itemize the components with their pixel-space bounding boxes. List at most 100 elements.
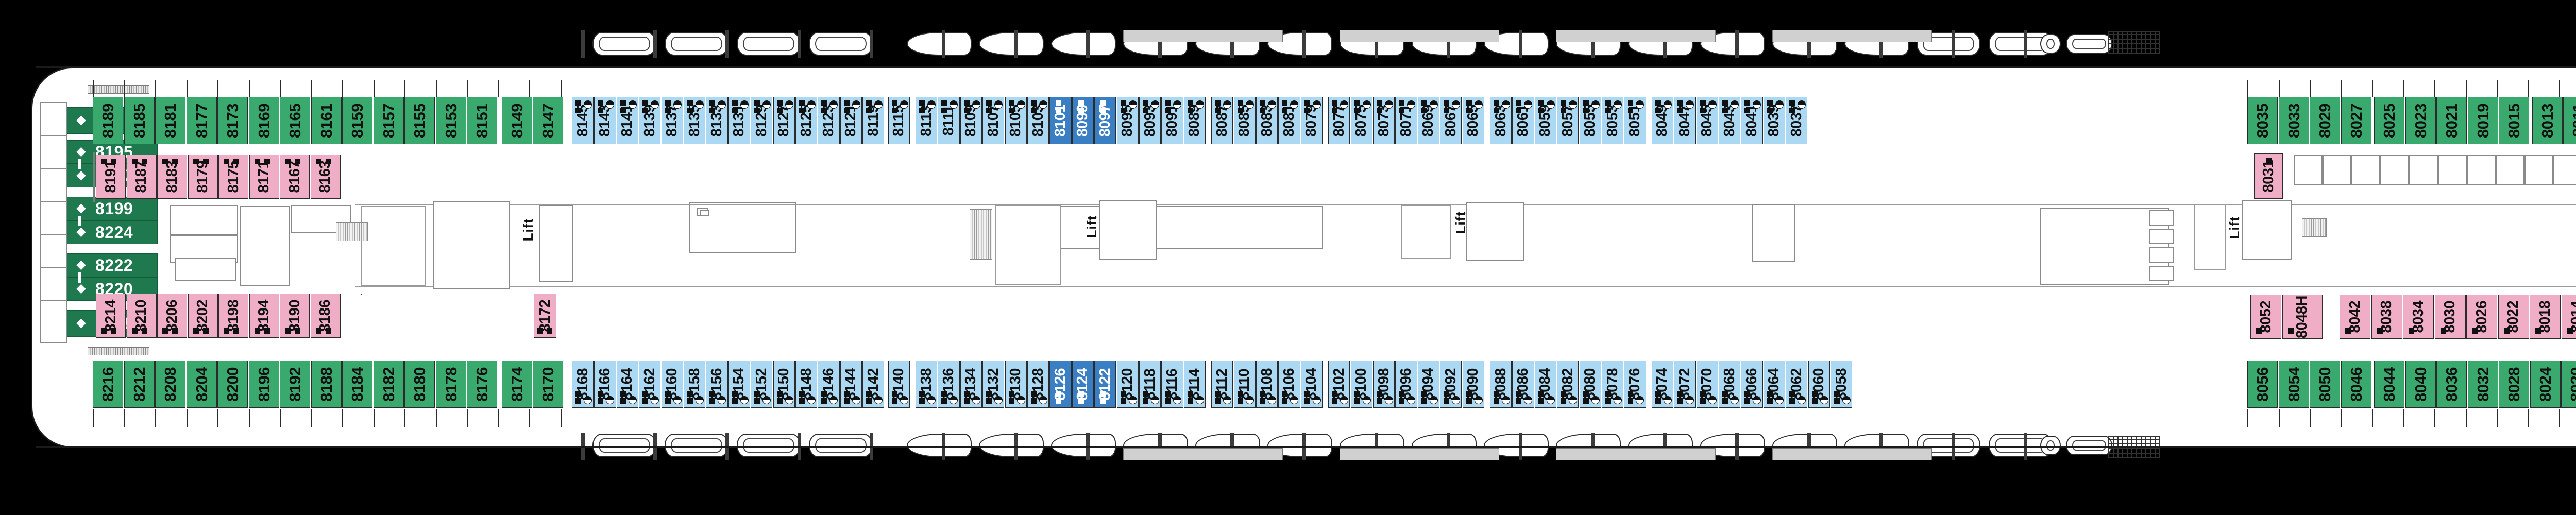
- cabin-8140[interactable]: 8140: [888, 360, 910, 408]
- cabin-8026[interactable]: 8026: [2466, 295, 2497, 339]
- cabin-8132[interactable]: 8132: [982, 360, 1005, 408]
- cabin-8075[interactable]: 8075: [1350, 97, 1372, 144]
- cabin-8153[interactable]: 8153: [435, 97, 466, 144]
- cabin-8171[interactable]: 8171: [249, 154, 279, 199]
- cabin-8179[interactable]: 8179: [188, 154, 218, 199]
- cabin-8191[interactable]: 8191: [96, 154, 126, 199]
- cabin-8102[interactable]: 8102: [1328, 360, 1350, 408]
- cabin-8139[interactable]: 8139: [639, 97, 661, 144]
- cabin-8037[interactable]: 8037: [1786, 97, 1808, 144]
- cabin-8122[interactable]: 8122: [1094, 360, 1116, 408]
- cabin-8033[interactable]: 8033: [2278, 97, 2309, 144]
- cabin-8136[interactable]: 8136: [938, 360, 960, 408]
- cabin-8184[interactable]: 8184: [342, 360, 372, 408]
- cabin-8154[interactable]: 8154: [728, 360, 750, 408]
- cabin-8208[interactable]: 8208: [155, 360, 185, 408]
- cabin-8076[interactable]: 8076: [1624, 360, 1646, 408]
- cabin-8043[interactable]: 8043: [1719, 97, 1741, 144]
- cabin-8124[interactable]: 8124: [1072, 360, 1094, 408]
- cabin-8187[interactable]: 8187: [126, 154, 157, 199]
- cabin-8104[interactable]: 8104: [1300, 360, 1323, 408]
- cabin-8125[interactable]: 8125: [795, 97, 818, 144]
- cabin-8133[interactable]: 8133: [706, 97, 728, 144]
- cabin-8068[interactable]: 8068: [1719, 360, 1741, 408]
- cabin-8138[interactable]: 8138: [916, 360, 938, 408]
- cabin-8023[interactable]: 8023: [2405, 97, 2436, 144]
- cabin-8088[interactable]: 8088: [1490, 360, 1512, 408]
- cabin-8198[interactable]: 8198: [218, 294, 248, 338]
- cabin-8167[interactable]: 8167: [280, 154, 310, 199]
- cabin-8020[interactable]: 8020: [2561, 360, 2576, 408]
- cabin-8057[interactable]: 8057: [1557, 97, 1579, 144]
- cabin-8169[interactable]: 8169: [248, 97, 279, 144]
- cabin-8072[interactable]: 8072: [1674, 360, 1696, 408]
- cabin-8141[interactable]: 8141: [616, 97, 638, 144]
- cabin-8024[interactable]: 8024: [2530, 360, 2561, 408]
- cabin-8047[interactable]: 8047: [1674, 97, 1696, 144]
- cabin-8038[interactable]: 8038: [2371, 295, 2402, 339]
- cabin-8147[interactable]: 8147: [533, 97, 563, 144]
- cabin-8087[interactable]: 8087: [1211, 97, 1233, 144]
- cabin-8030[interactable]: 8030: [2434, 295, 2466, 339]
- cabin-8134[interactable]: 8134: [960, 360, 982, 408]
- cabin-8066[interactable]: 8066: [1741, 360, 1763, 408]
- cabin-8177[interactable]: 8177: [186, 97, 217, 144]
- cabin-8071[interactable]: 8071: [1395, 97, 1417, 144]
- cabin-8074[interactable]: 8074: [1651, 360, 1673, 408]
- cabin-8083[interactable]: 8083: [1256, 97, 1278, 144]
- cabin-8113[interactable]: 8113: [916, 97, 938, 144]
- cabin-8048H[interactable]: 8048H: [2282, 295, 2323, 339]
- cabin-8089[interactable]: 8089: [1183, 97, 1206, 144]
- cabin-8144[interactable]: 8144: [840, 360, 862, 408]
- cabin-8081[interactable]: 8081: [1278, 97, 1300, 144]
- cabin-8148[interactable]: 8148: [795, 360, 818, 408]
- cabin-8040[interactable]: 8040: [2405, 360, 2436, 408]
- cabin-8196[interactable]: 8196: [248, 360, 279, 408]
- cabin-8091[interactable]: 8091: [1161, 97, 1183, 144]
- cabin-8180[interactable]: 8180: [404, 360, 435, 408]
- cabin-8164[interactable]: 8164: [616, 360, 638, 408]
- cabin-8079[interactable]: 8079: [1300, 97, 1323, 144]
- cabin-8202[interactable]: 8202: [188, 294, 218, 338]
- cabin-8065[interactable]: 8065: [1462, 97, 1484, 144]
- cabin-8116[interactable]: 8116: [1161, 360, 1183, 408]
- cabin-8105[interactable]: 8105: [1005, 97, 1027, 144]
- cabin-8150[interactable]: 8150: [773, 360, 795, 408]
- cabin-8031[interactable]: 8031: [2254, 153, 2283, 199]
- cabin-8190[interactable]: 8190: [280, 294, 310, 338]
- cabin-8094[interactable]: 8094: [1417, 360, 1439, 408]
- cabin-8170[interactable]: 8170: [533, 360, 563, 408]
- cabin-8108[interactable]: 8108: [1256, 360, 1278, 408]
- cabin-8027[interactable]: 8027: [2341, 97, 2371, 144]
- cabin-8165[interactable]: 8165: [280, 97, 310, 144]
- cabin-8112[interactable]: 8112: [1211, 360, 1233, 408]
- cabin-8160[interactable]: 8160: [661, 360, 683, 408]
- cabin-8073[interactable]: 8073: [1373, 97, 1395, 144]
- cabin-8018[interactable]: 8018: [2530, 295, 2561, 339]
- cabin-8151[interactable]: 8151: [467, 97, 497, 144]
- cabin-8086[interactable]: 8086: [1512, 360, 1534, 408]
- cabin-8044[interactable]: 8044: [2374, 360, 2404, 408]
- cabin-8166[interactable]: 8166: [594, 360, 616, 408]
- cabin-8185[interactable]: 8185: [124, 97, 155, 144]
- cabin-8172[interactable]: 8172: [534, 294, 556, 338]
- cabin-8156[interactable]: 8156: [706, 360, 728, 408]
- cabin-8181[interactable]: 8181: [155, 97, 185, 144]
- cabin-8176B[interactable]: 8176B: [361, 294, 362, 295]
- cabin-8034[interactable]: 8034: [2403, 295, 2434, 339]
- cabin-8015[interactable]: 8015: [2499, 97, 2529, 144]
- cabin-8206[interactable]: 8206: [157, 294, 187, 338]
- cabin-8036[interactable]: 8036: [2436, 360, 2467, 408]
- cabin-8155[interactable]: 8155: [404, 97, 435, 144]
- cabin-8054[interactable]: 8054: [2278, 360, 2309, 408]
- cabin-8059[interactable]: 8059: [1534, 97, 1556, 144]
- cabin-8063[interactable]: 8063: [1490, 97, 1512, 144]
- cabin-8189[interactable]: 8189: [93, 97, 123, 144]
- cabin-8051[interactable]: 8051: [1624, 97, 1646, 144]
- cabin-8099[interactable]: 8099: [1072, 97, 1094, 144]
- cabin-8045[interactable]: 8045: [1696, 97, 1718, 144]
- cabin-8200[interactable]: 8200: [217, 360, 248, 408]
- cabin-8120[interactable]: 8120: [1116, 360, 1139, 408]
- cabin-8062[interactable]: 8062: [1786, 360, 1808, 408]
- cabin-8067[interactable]: 8067: [1440, 97, 1462, 144]
